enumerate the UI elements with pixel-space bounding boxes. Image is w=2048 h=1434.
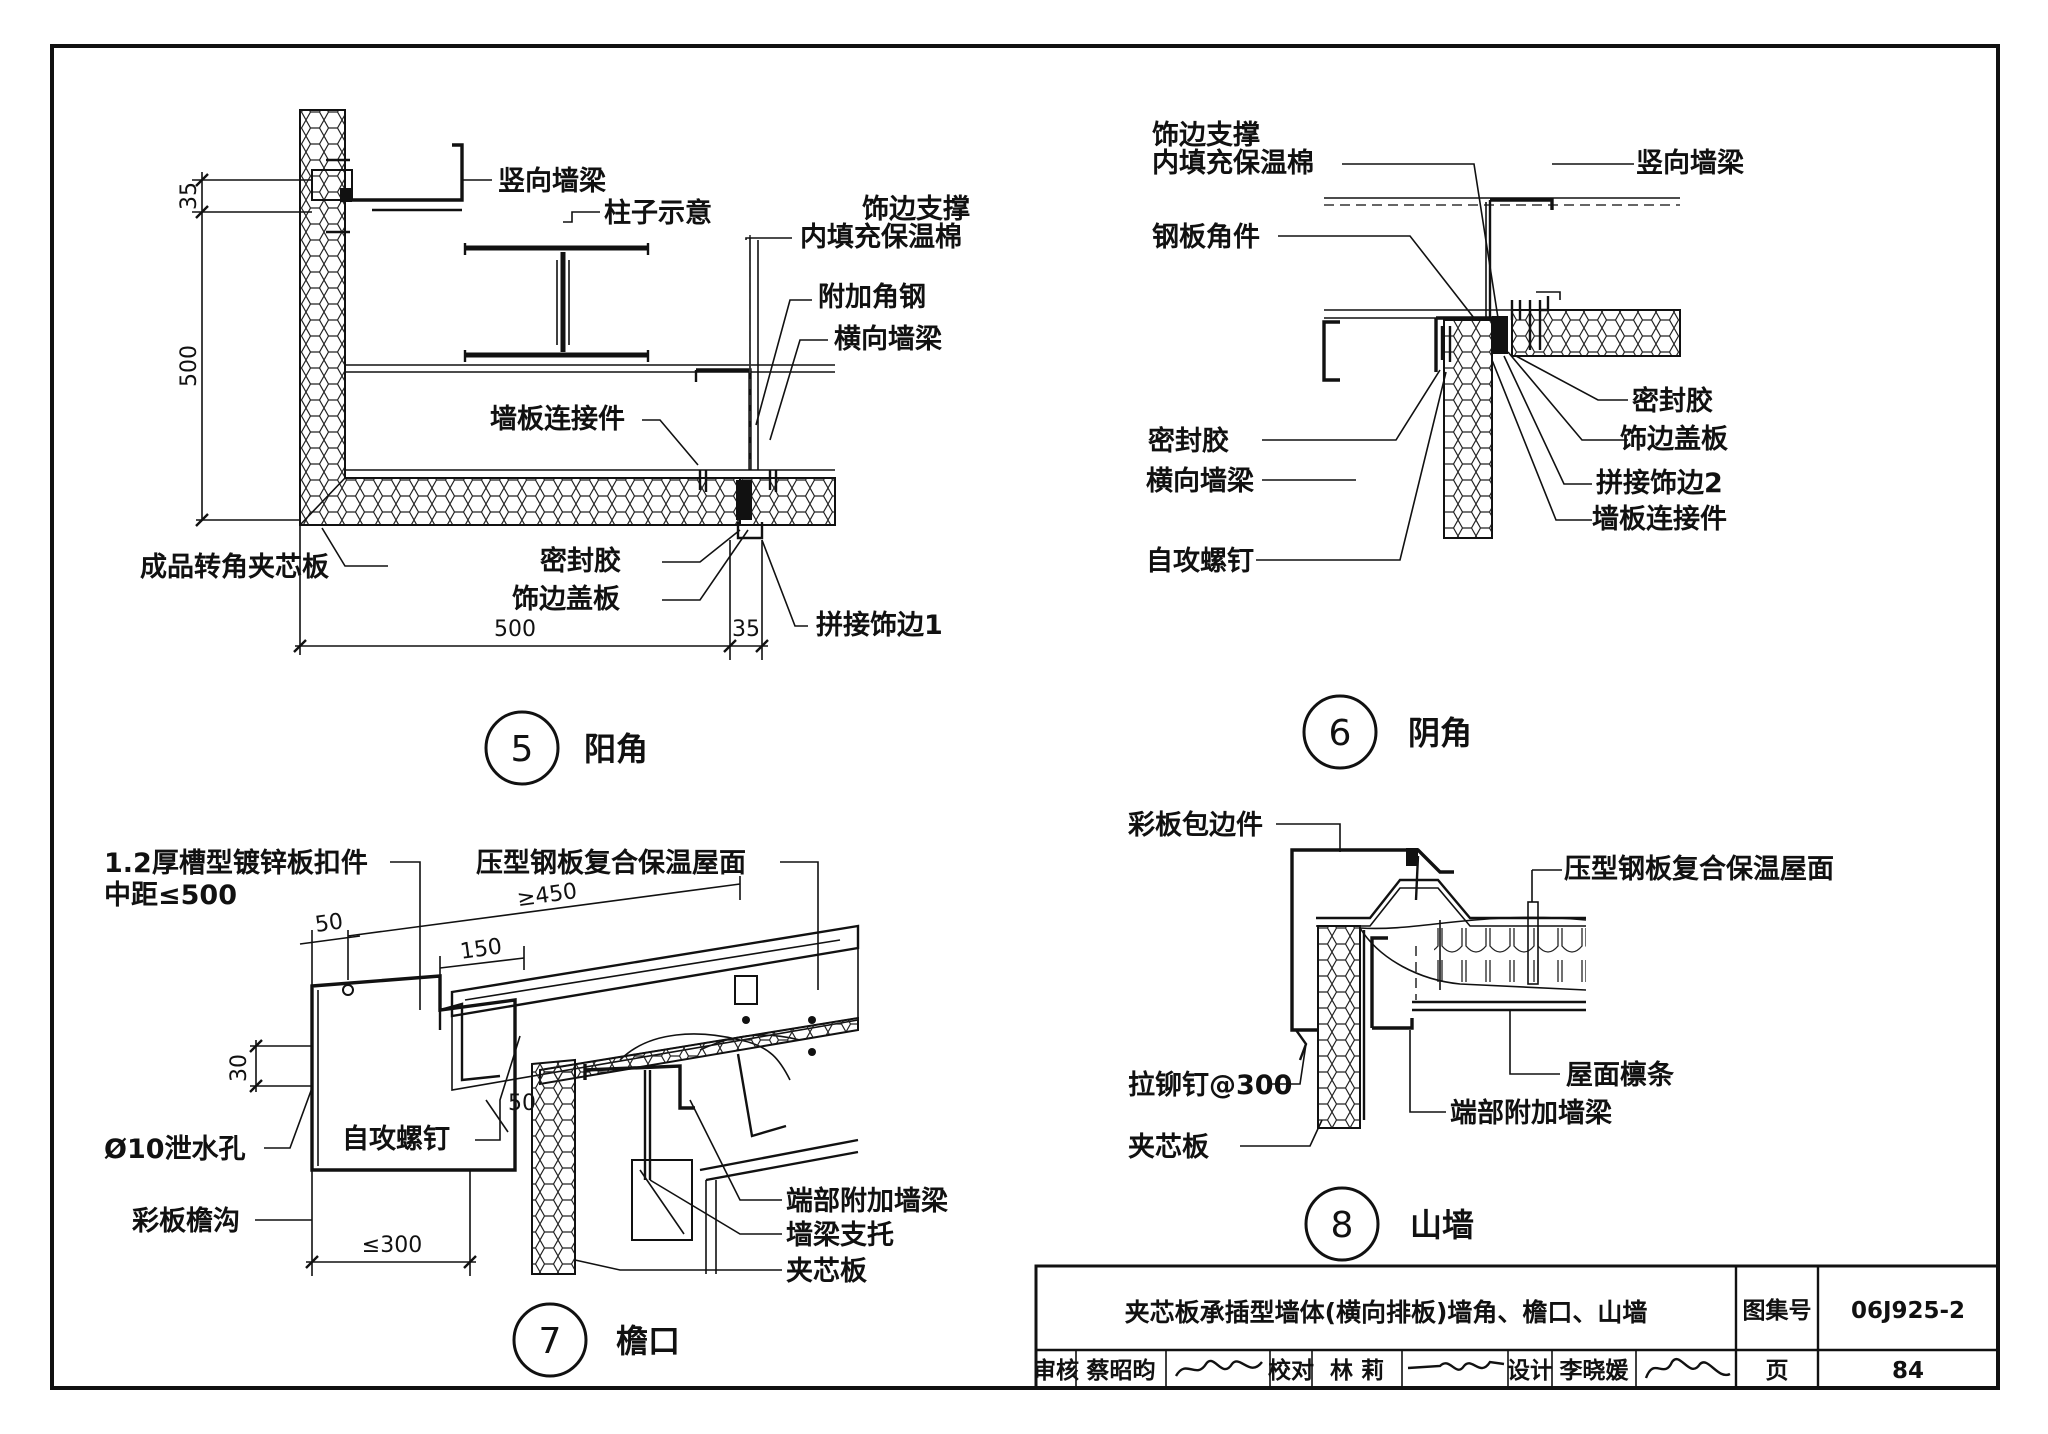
column-i-section <box>463 243 650 362</box>
label-panel-8: 夹芯板 <box>1128 1132 1209 1163</box>
label-cover-plate-5: 饰边盖板 <box>512 584 620 615</box>
label-vertical-beam-5: 竖向墙梁 <box>498 165 606 197</box>
dim-50-mid-7: 50 <box>508 1091 536 1116</box>
label-screw-6: 自攻螺钉 <box>1146 545 1254 577</box>
label-purlin-8: 屋面檩条 <box>1566 1059 1675 1091</box>
title-block-reviewer: 蔡昭昀 <box>1086 1357 1156 1384</box>
detail-8-title: 山墙 <box>1410 1206 1474 1244</box>
label-end-beam-8: 端部附加墙梁 <box>1450 1097 1612 1129</box>
horizontal-panel-6 <box>1511 309 1681 357</box>
label-roof-8: 压型钢板复合保温屋面 <box>1564 853 1834 885</box>
label-end-beam-7: 端部附加墙梁 <box>786 1185 948 1217</box>
label-sealant-left-6: 密封胶 <box>1148 425 1229 457</box>
label-horizontal-beam-6: 横向墙梁 <box>1146 465 1254 497</box>
reviewer-signature <box>1174 1359 1263 1377</box>
label-column-5: 柱子示意 <box>604 197 712 229</box>
title-block-page-no: 84 <box>1892 1358 1924 1384</box>
label-clip-7: 1.2厚槽型镀锌板扣件 <box>104 848 368 879</box>
detail-7-number: 7 <box>539 1321 562 1362</box>
vertical-beam-6 <box>1490 198 1554 210</box>
label-panel-7: 夹芯板 <box>786 1256 867 1287</box>
title-block-design-label: 设计 <box>1507 1358 1553 1384</box>
detail-5-outside-corner: 35 500 500 35 竖向墙梁 柱子示意 饰边支撑 内填充保温棉 附加角钢… <box>140 109 970 786</box>
label-screw-7: 自攻螺钉 <box>342 1123 450 1155</box>
detail-7-eave: 50 ≥450 150 30 50 ≤300 1.2厚槽型镀锌板扣件 中距≤50… <box>104 847 948 1378</box>
detail-5-circle <box>484 710 560 786</box>
label-clip-spacing-7: 中距≤500 <box>104 880 237 911</box>
sheet-border <box>50 44 2000 1390</box>
label-connector-5: 墙板连接件 <box>490 403 625 435</box>
title-block-main-title: 夹芯板承插型墙体(横向排板)墙角、檐口、山墙 <box>1125 1298 1648 1327</box>
wall-panel-7 <box>531 1058 576 1275</box>
end-beam-8 <box>1370 936 1414 1030</box>
detail-6-title: 阴角 <box>1408 714 1472 752</box>
label-rivet-8: 拉铆钉@300 <box>1128 1069 1292 1101</box>
label-cover-plate-6: 饰边盖板 <box>1620 424 1728 455</box>
detail-7-title: 檐口 <box>616 1322 680 1360</box>
detail-8-number: 8 <box>1331 1205 1354 1246</box>
dim-30-7: 30 <box>227 1054 252 1082</box>
detail-5-number: 5 <box>511 729 534 770</box>
label-insulation-6: 内填充保温棉 <box>1152 147 1314 179</box>
steel-angle-6 <box>1434 316 1500 372</box>
title-block-page-label: 页 <box>1766 1358 1789 1384</box>
label-drain-hole-7: Ø10泄水孔 <box>104 1134 246 1165</box>
label-sealant-right-6: 密封胶 <box>1632 385 1713 417</box>
label-gutter-7: 彩板檐沟 <box>132 1205 240 1237</box>
label-vertical-beam-6: 竖向墙梁 <box>1636 147 1744 179</box>
title-block-checker: 林 莉 <box>1330 1357 1384 1384</box>
label-trim-support-6: 饰边支撑 <box>1152 120 1260 151</box>
label-joint-trim-5: 拼接饰边1 <box>816 610 943 641</box>
dim-35-bottom: 35 <box>732 617 760 642</box>
label-roof-7: 压型钢板复合保温屋面 <box>476 847 746 879</box>
detail-6-number: 6 <box>1329 713 1352 754</box>
label-trim-support-5: 饰边支撑 <box>862 194 970 225</box>
horizontal-beam-6 <box>1322 320 1340 382</box>
checker-signature <box>1407 1360 1505 1371</box>
label-joint-trim-6: 拼接饰边2 <box>1596 468 1723 499</box>
dim-500-horizontal: 500 <box>494 617 536 642</box>
horizontal-wall-beam <box>345 364 835 373</box>
title-block-review-label: 审核 <box>1033 1357 1079 1384</box>
title-block-atlas-label: 图集号 <box>1743 1297 1812 1324</box>
roof-panel-7 <box>450 924 860 1018</box>
detail-7-circle <box>512 1302 588 1378</box>
vertical-wall-beam <box>345 143 464 202</box>
detail-6-circle <box>1302 694 1378 770</box>
detail-8-gable: 彩板包边件 压型钢板复合保温屋面 拉铆钉@300 屋面檩条 端部附加墙梁 夹芯板… <box>1128 809 1834 1262</box>
end-beam-7 <box>583 1064 695 1110</box>
dim-300-7: ≤300 <box>362 1233 422 1258</box>
dim-500-vertical: 500 <box>177 345 202 387</box>
label-sealant-5: 密封胶 <box>540 545 621 577</box>
dim-35-top: 35 <box>177 182 202 210</box>
detail-6-inside-corner: 饰边支撑 内填充保温棉 竖向墙梁 钢板角件 密封胶 密封胶 饰边盖板 横向墙梁 … <box>1146 120 1744 770</box>
label-edge-flashing-8: 彩板包边件 <box>1128 809 1263 841</box>
title-block-check-label: 校对 <box>1268 1357 1314 1384</box>
vertical-panel-6 <box>1443 319 1493 539</box>
detail-5-title: 阳角 <box>584 730 648 768</box>
title-block-designer: 李晓媛 <box>1560 1357 1630 1384</box>
title-block-atlas-no: 06J925-2 <box>1851 1298 1965 1324</box>
title-block: 夹芯板承插型墙体(横向排板)墙角、檐口、山墙 图集号 06J925-2 审核 蔡… <box>1033 1264 2000 1390</box>
dim-50-top-7: 50 <box>313 909 344 938</box>
label-corner-panel-5: 成品转角夹芯板 <box>140 551 329 583</box>
label-steel-angle-6: 钢板角件 <box>1152 221 1260 253</box>
roof-insulation-8 <box>1434 928 1586 982</box>
roof-purlin <box>1412 1000 1586 1012</box>
label-beam-bracket-7: 墙梁支托 <box>786 1220 894 1251</box>
detail-8-circle <box>1304 1186 1380 1262</box>
dim-150-7: 150 <box>459 934 504 965</box>
wall-panel-8 <box>1317 925 1361 1129</box>
label-horizontal-beam-5: 横向墙梁 <box>834 323 942 355</box>
label-connector-6: 墙板连接件 <box>1592 503 1727 535</box>
label-insulation-5: 内填充保温棉 <box>800 221 962 253</box>
label-extra-angle-5: 附加角钢 <box>818 281 926 313</box>
designer-signature <box>1644 1358 1731 1379</box>
